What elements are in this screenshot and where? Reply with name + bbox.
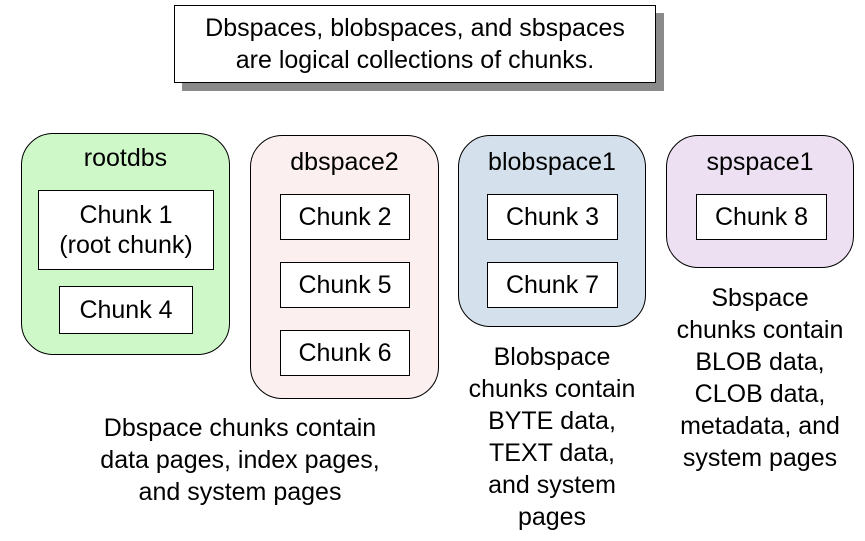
title-line-2: are logical collections of chunks. [235,46,595,74]
note-sbspace-line-2: chunks contain [676,316,844,344]
note-blobspace-line-4: TEXT data, [489,439,615,467]
space-rootdbs: rootdbs Chunk 1 (root chunk) Chunk 4 [21,133,230,355]
chunk-5: Chunk 5 [280,262,410,308]
space-label-blobspace1: blobspace1 [488,148,616,176]
space-dbspace2: dbspace2 Chunk 2 Chunk 5 Chunk 6 [250,135,439,399]
note-blobspace-line-2: chunks contain [468,375,636,403]
chunk-7-label: Chunk 7 [505,271,600,299]
note-dbspace-line-2: data pages, index pages, [100,446,380,474]
chunk-1-label: Chunk 1 [79,201,173,229]
space-blobspace1: blobspace1 Chunk 3 Chunk 7 [458,135,646,327]
chunk-3-label: Chunk 3 [505,203,600,231]
note-sbspace-line-4: CLOB data, [694,380,826,408]
note-blobspace-line-3: BYTE data, [488,407,616,435]
space-spspace1: spspace1 Chunk 8 [666,135,854,268]
chunk-7: Chunk 7 [487,262,618,308]
chunk-5-label: Chunk 5 [298,271,392,299]
chunk-1: Chunk 1 (root chunk) [38,190,214,270]
space-label-dbspace2: dbspace2 [290,148,399,176]
chunk-6: Chunk 6 [280,330,410,376]
space-label-spspace1: spspace1 [706,148,814,176]
note-blobspace-line-1: Blobspace [493,343,611,371]
chunk-4-label: Chunk 4 [79,296,173,324]
note-dbspace-line-3: and system pages [138,478,342,506]
space-label-rootdbs: rootdbs [83,144,168,172]
note-blobspace-line-6: pages [517,503,587,531]
note-blobspace-line-5: and system [488,471,616,499]
note-sbspace-line-1: Sbspace [711,284,809,312]
note-sbspace: Sbspace chunks contain BLOB data, CLOB d… [655,282,865,474]
chunk-4: Chunk 4 [59,286,193,334]
chunk-2: Chunk 2 [280,194,410,240]
chunk-1-sublabel: (root chunk) [59,231,193,259]
chunk-8-label: Chunk 8 [714,203,809,231]
title-box: Dbspaces, blobspaces, and sbspaces are l… [174,5,656,83]
chunk-3: Chunk 3 [487,194,618,240]
note-dbspace-line-1: Dbspace chunks contain [103,414,377,442]
title-line-1: Dbspaces, blobspaces, and sbspaces [205,14,625,42]
note-dbspace: Dbspace chunks contain data pages, index… [60,412,420,508]
note-blobspace: Blobspace chunks contain BYTE data, TEXT… [452,341,652,533]
chunk-2-label: Chunk 2 [298,203,392,231]
chunk-8: Chunk 8 [696,194,827,240]
note-sbspace-line-3: BLOB data, [695,348,825,376]
note-sbspace-line-6: system pages [682,444,838,472]
note-sbspace-line-5: metadata, and [680,412,840,440]
chunk-6-label: Chunk 6 [298,339,392,367]
